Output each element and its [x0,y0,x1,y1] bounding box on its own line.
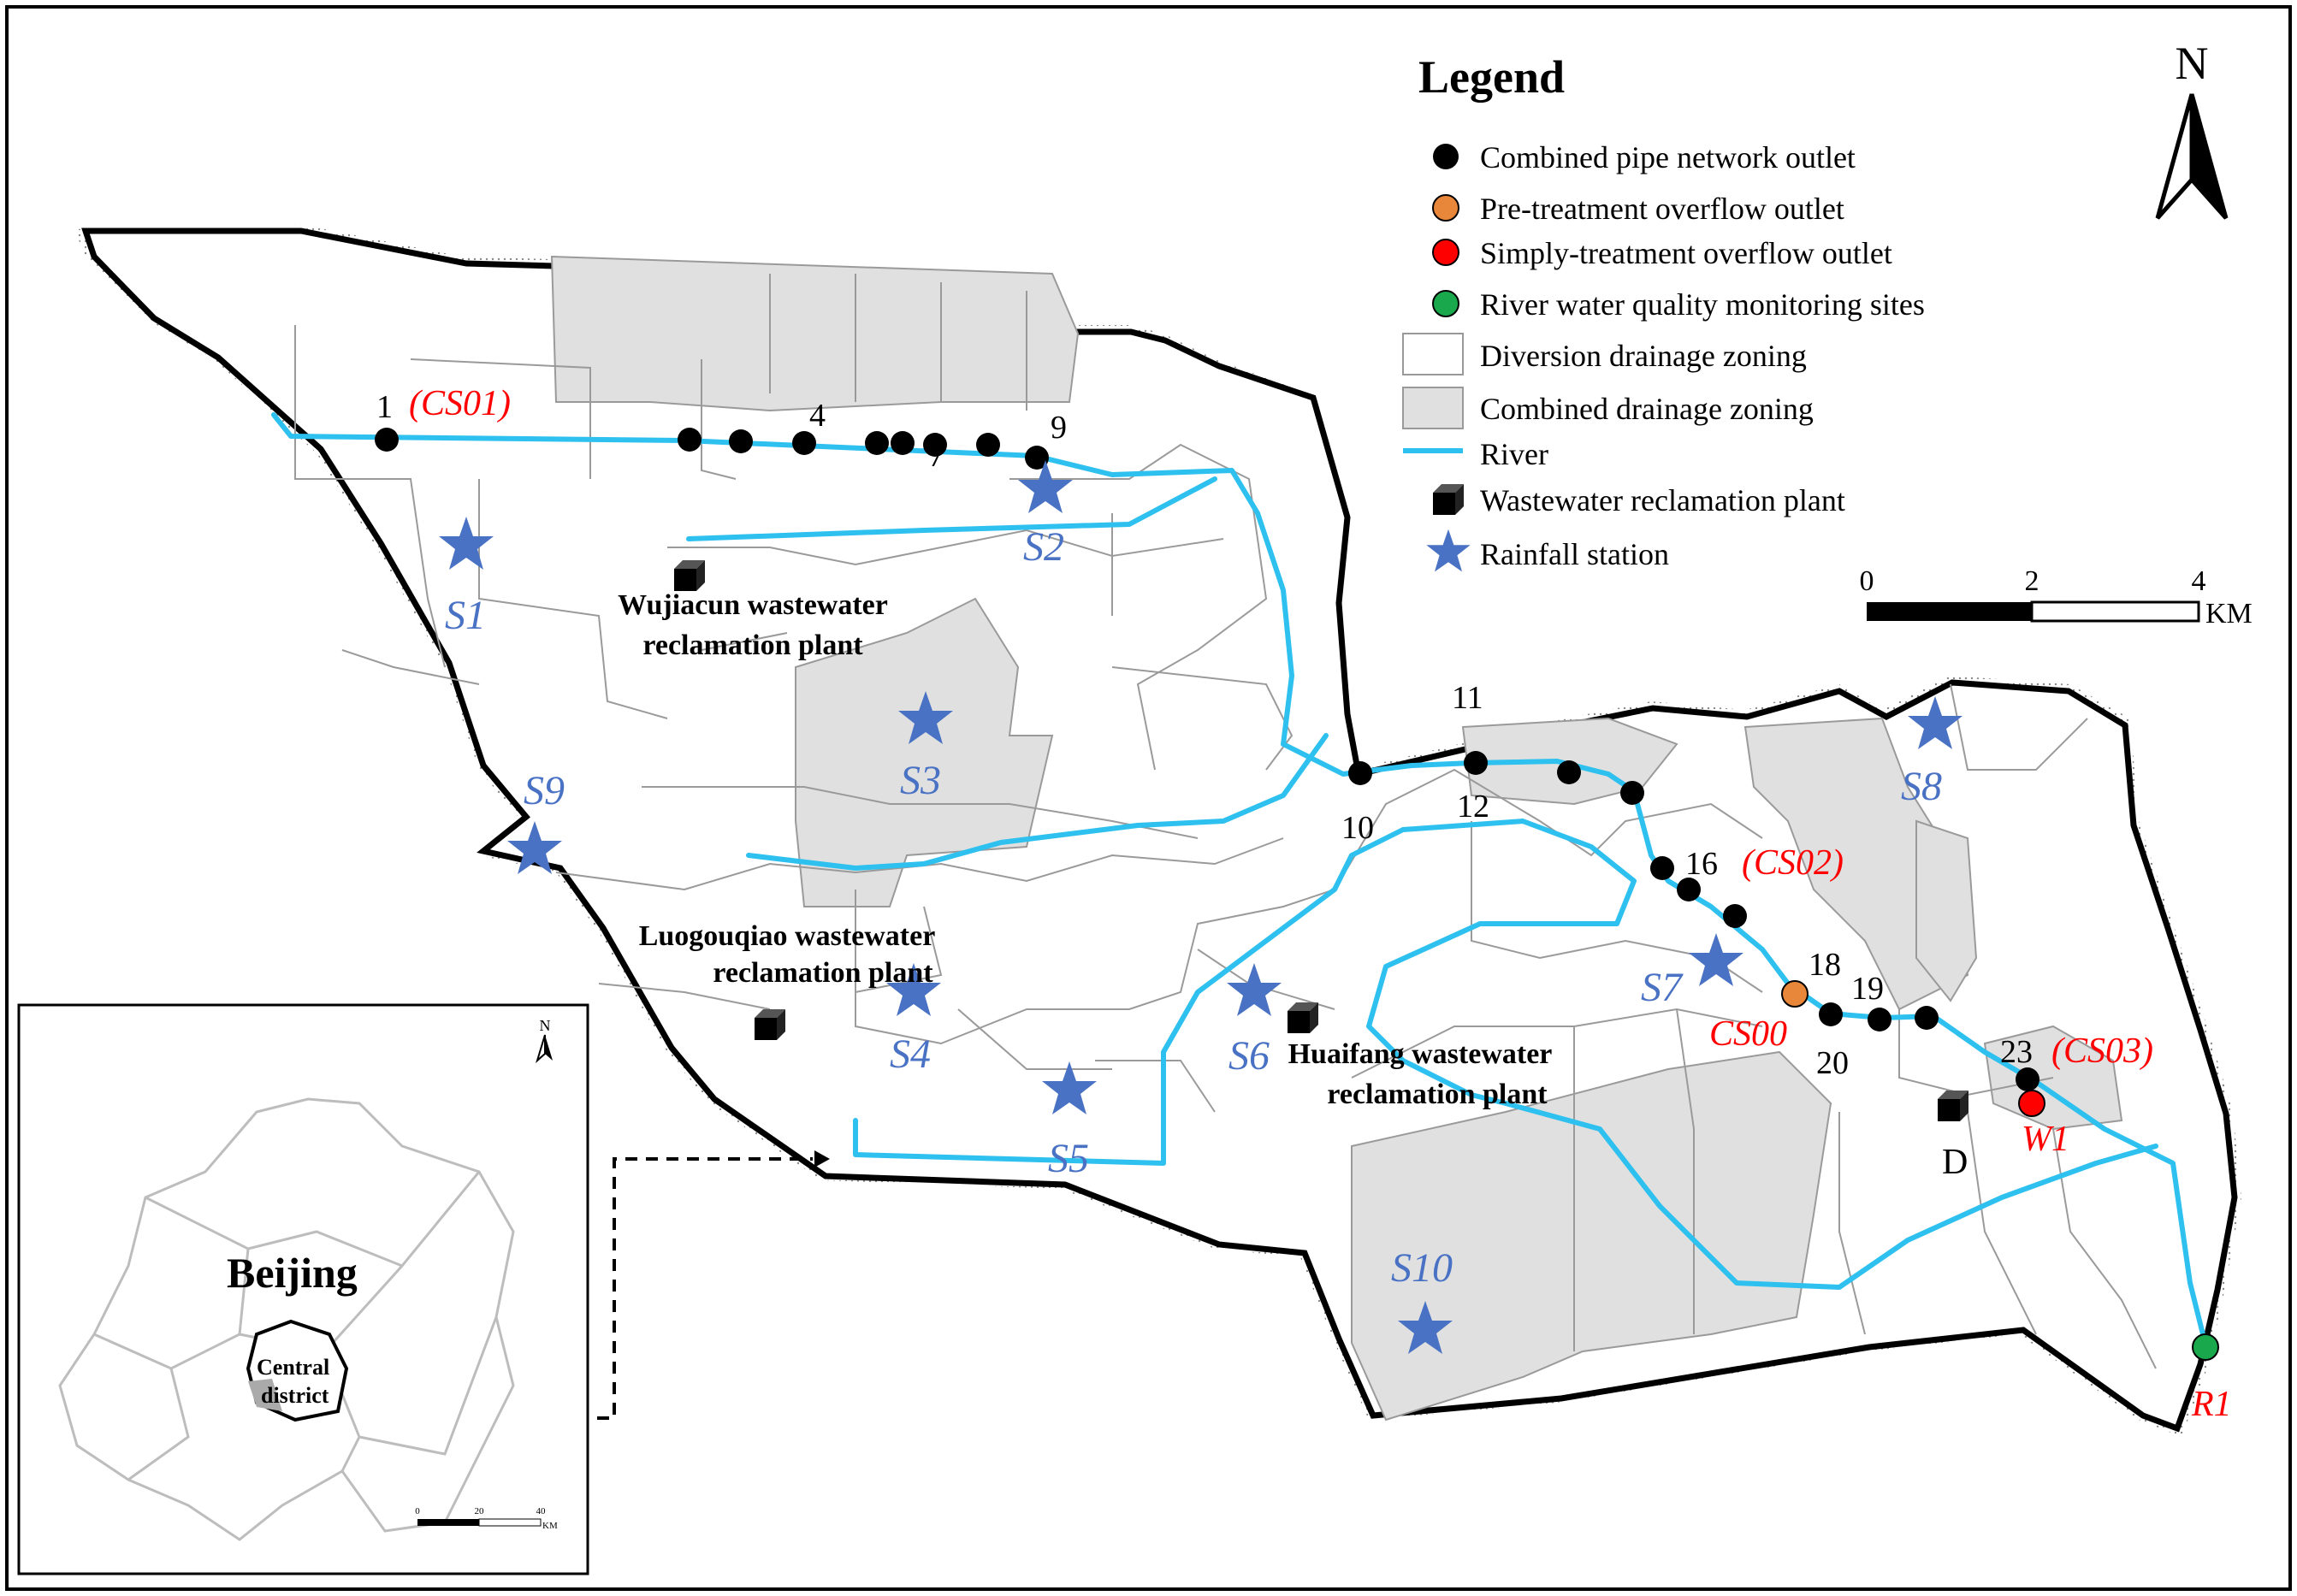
station-label-s2: S2 [1023,524,1064,570]
inset-north-label: N [540,1017,551,1034]
station-label-s10: S10 [1391,1245,1453,1291]
inset-north-arrow-right [545,1035,553,1061]
inset-scale-white [478,1518,542,1527]
legend-title: Legend [1418,51,1565,103]
legend-labels: Combined pipe network outlet Pre-treatme… [1480,140,1925,571]
river-west-channel [686,476,1217,541]
outlet-label-12: 12 [1457,789,1489,825]
legend-symbol-diversion-zone [1402,333,1464,375]
pretreatment-outlet-cs00 [1781,980,1809,1008]
legend-symbol-combined-zone [1402,387,1464,429]
legend-label-8: Rainfall station [1480,537,1669,571]
beijing-outline [58,1097,515,1541]
connector-arrowhead-icon [814,1150,830,1167]
outlet-label-10: 10 [1341,810,1374,846]
scale-tick-2: 2 [2025,565,2039,597]
legend-label-3: River water quality monitoring sites [1480,287,1925,322]
monitoring-site-r1 [2192,1333,2219,1361]
station-label-s5: S5 [1048,1136,1089,1181]
combined-drainage-zones [550,255,2123,1422]
outlet-dots [375,428,2039,1091]
plant-labels: Wujiacun wastewater reclamation plant Lu… [618,589,1552,1110]
legend-symbol-combined-outlet [1433,144,1459,169]
inset-district-1: Central [257,1355,329,1380]
inset-title: Beijing [227,1249,358,1297]
cube-icon [674,560,705,591]
legend-label-5: Combined drainage zoning [1480,392,1814,426]
north-arrow-right [2189,93,2229,220]
inset-scale-0: 0 [415,1506,420,1516]
simply-treatment-outlet-w1 [2018,1090,2045,1117]
inset-map: Beijing Central district N 0 20 40 KM [17,1003,589,1575]
outlet-label-20: 20 [1816,1045,1849,1081]
outlet-label-11: 11 [1452,680,1483,716]
north-label: N [2176,38,2209,89]
inset-district-2: district [261,1383,329,1408]
station-label-s9: S9 [524,768,565,813]
scale-segment-white [2030,600,2200,623]
inset-scale-unit: KM [542,1521,558,1531]
river-south [746,733,1329,871]
legend-label-4: Diversion drainage zoning [1480,339,1807,373]
plant-label-luogouqiao-2: reclamation plant [713,957,933,989]
legend-label-0: Combined pipe network outlet [1480,140,1856,174]
legend: Legend Combined pipe network outlet Pre-… [1402,51,1925,572]
river-loop [1332,819,2158,1290]
outlet-label-16: 16 [1685,846,1718,882]
station-label-s8: S8 [1901,764,1942,809]
inset-scale-20: 20 [475,1506,485,1516]
plant-label-luogouqiao-1: Luogouqiao wastewater [639,920,936,952]
cso-label-r1: R1 [2191,1385,2232,1424]
legend-symbol-monitoring [1432,290,1459,317]
legend-label-2: Simply-treatment overflow outlet [1480,236,1892,270]
legend-label-7: Wastewater reclamation plant [1480,483,1845,517]
outlet-label-7: 7 [928,438,944,474]
cube-icon [1433,484,1464,515]
plant-label-huaifang-2: reclamation plant [1327,1079,1548,1110]
scale-tick-0: 0 [1860,565,1874,597]
outlet-label-1: 1 [376,389,393,425]
cso-label-cs00: CS00 [1709,1014,1787,1054]
station-label-s7: S7 [1641,965,1684,1010]
outlet-labels: 1 4 7 9 10 11 12 16 18 19 20 23 [376,389,2033,1081]
cso-labels: (CS01) (CS02) (CS03) CS00 W1 R1 [409,384,2232,1424]
legend-symbol-simply-treatment [1432,239,1459,266]
plant-label-wujiacun-2: reclamation plant [642,630,863,661]
outlet-label-18: 18 [1809,947,1841,983]
study-area-highlight [248,1379,282,1411]
cube-icon [1288,1002,1318,1033]
inset-scale-40: 40 [536,1506,547,1516]
scale-tick-4: 4 [2192,565,2206,597]
station-label-s4: S4 [890,1031,931,1077]
station-label-s3: S3 [900,758,941,803]
cso-label-cs01: (CS01) [409,384,511,423]
plant-label-d: D [1942,1143,1968,1182]
north-arrow: N [2155,38,2229,220]
cso-label-cs02: (CS02) [1742,843,1844,883]
outlet-label-23: 23 [2000,1034,2033,1070]
legend-label-1: Pre-treatment overflow outlet [1480,192,1844,226]
legend-label-6: River [1480,437,1548,471]
inset-scale-black [417,1519,479,1526]
outlet-label-9: 9 [1051,410,1067,446]
plant-label-huaifang-1: Huaifang wastewater [1288,1038,1553,1070]
plant-markers [674,560,1968,1121]
cso-label-cs03: (CS03) [2051,1031,2153,1071]
station-label-s1: S1 [445,593,486,638]
legend-symbol-pretreatment [1432,194,1459,222]
cube-icon [755,1009,785,1040]
river-south-west [853,887,1337,1166]
cube-icon [1938,1091,1968,1121]
station-labels: S1 S2 S3 S4 S5 S6 S7 S8 S9 S10 [445,524,1942,1291]
scale-unit: KM [2205,598,2253,630]
station-label-s6: S6 [1228,1033,1270,1079]
scale-bar: 0 2 4 KM [1860,565,2253,630]
cso-label-w1: W1 [2022,1120,2069,1159]
scale-segment-black [1867,602,2032,621]
outlet-label-4: 4 [809,398,826,434]
plant-label-wujiacun-1: Wujiacun wastewater [618,589,888,621]
outlet-label-19: 19 [1851,971,1884,1007]
